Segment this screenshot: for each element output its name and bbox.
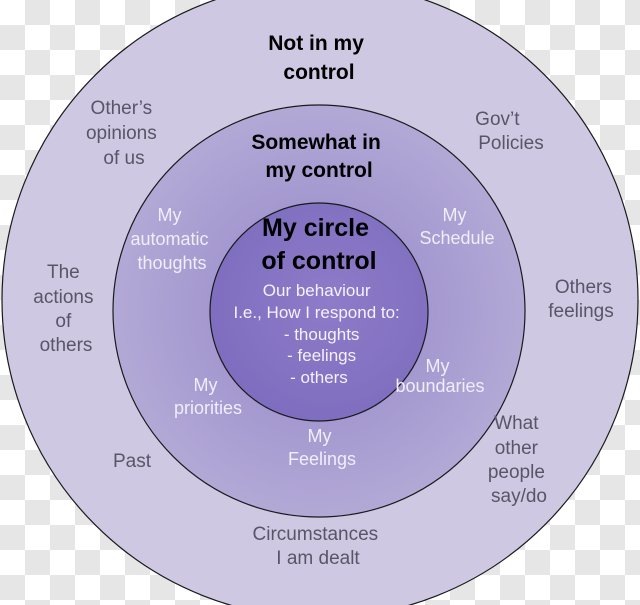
- outer-item-actions-of-others: The actions of others: [33, 262, 98, 356]
- middle-title: Somewhat in my control: [251, 131, 386, 182]
- inner-title: My circle of control: [261, 214, 376, 275]
- middle-item-automatic-thoughts: My automatic thoughts: [130, 205, 213, 273]
- outer-item-circumstances: Circumstances I am dealt: [253, 524, 384, 569]
- outer-item-what-others-say: What other people say/do: [488, 413, 550, 507]
- middle-item-feelings: My Feelings: [288, 426, 356, 469]
- middle-item-priorities: My priorities: [174, 375, 242, 418]
- middle-item-boundaries: My boundaries: [395, 356, 484, 396]
- outer-item-govt-policies: Gov’t Policies: [475, 109, 544, 154]
- inner-description: Our behaviour I.e., How I respond to: - …: [233, 281, 404, 387]
- outer-item-others-feelings: Others feelings: [548, 277, 617, 322]
- middle-item-schedule: My Schedule: [419, 205, 494, 248]
- outer-item-past: Past: [113, 451, 152, 472]
- inner-circle: [209, 202, 429, 422]
- outer-item-others-opinions: Other’s opinions of us: [86, 98, 162, 169]
- outer-title: Not in my control: [268, 32, 370, 84]
